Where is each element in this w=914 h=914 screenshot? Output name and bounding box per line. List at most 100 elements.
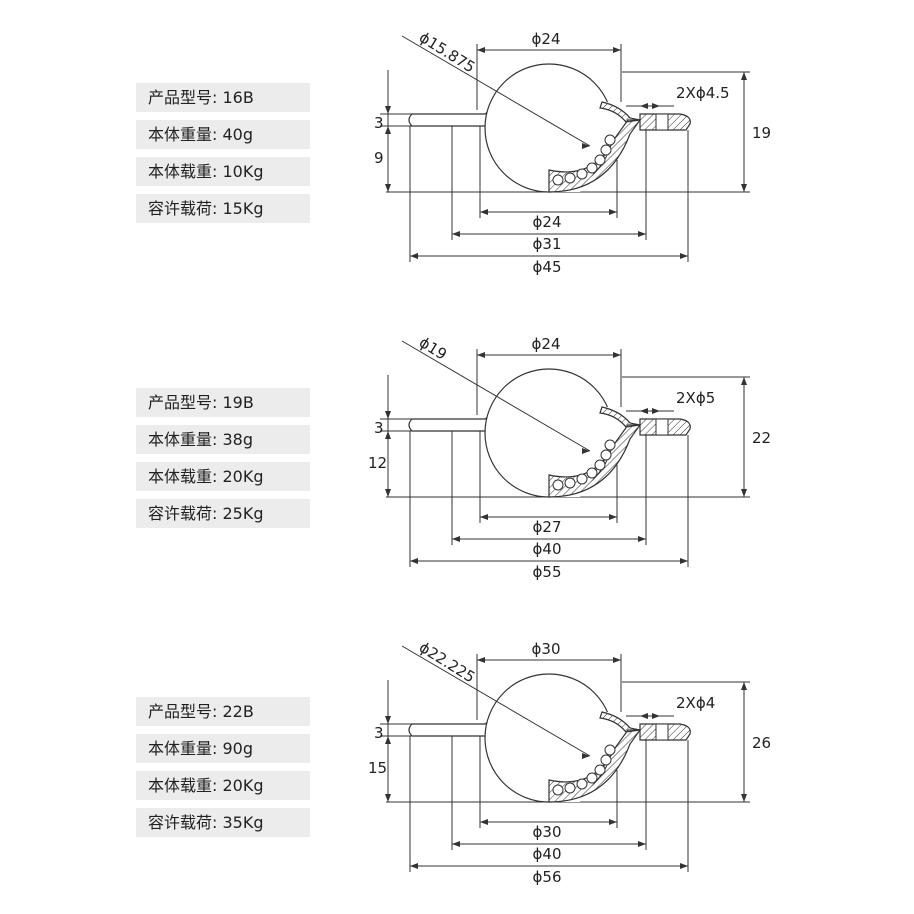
arrowhead bbox=[452, 231, 460, 237]
support-ball bbox=[600, 754, 612, 766]
arrowhead bbox=[652, 713, 660, 719]
spec-value: 15Kg bbox=[222, 199, 264, 218]
arrowhead bbox=[741, 682, 747, 690]
support-ball bbox=[552, 784, 564, 796]
arrowhead bbox=[638, 841, 646, 847]
spec-row-load: 本体载重: 20Kg bbox=[136, 771, 310, 800]
spec-label: 容许载荷: bbox=[148, 199, 218, 218]
support-ball bbox=[594, 459, 606, 471]
arrowhead bbox=[609, 514, 617, 520]
dim-flange-thickness: 3 bbox=[374, 114, 384, 132]
spec-row-model: 产品型号: 22B bbox=[136, 697, 310, 726]
arrowhead bbox=[477, 352, 485, 358]
spec-value: 25Kg bbox=[222, 504, 264, 523]
spec-table-model-1: 产品型号: 16B 本体重量: 40g 本体载重: 10Kg 容许载荷: 15K… bbox=[136, 83, 310, 231]
housing-top-lip bbox=[599, 101, 641, 123]
spec-label: 容许载荷: bbox=[148, 813, 218, 832]
support-ball bbox=[576, 168, 588, 180]
arrowhead bbox=[452, 841, 460, 847]
spec-value: 35Kg bbox=[222, 813, 264, 832]
dim-total-height: 26 bbox=[752, 734, 771, 752]
drawing-model-2: ϕ19 ϕ24 2Xϕ5 22 3 12 ϕ27 ϕ40 ϕ55 bbox=[340, 315, 771, 585]
arrowhead bbox=[385, 106, 391, 114]
spec-row-weight: 本体重量: 40g bbox=[136, 120, 310, 149]
dim-hole-pitch-diameter: ϕ40 bbox=[533, 540, 562, 558]
spec-label: 产品型号: bbox=[148, 702, 218, 721]
dim-top-diameter: ϕ24 bbox=[532, 335, 561, 353]
arrowhead bbox=[638, 231, 646, 237]
support-ball bbox=[594, 764, 606, 776]
ball-transfer-drawing: ϕ19 ϕ24 2Xϕ5 22 3 12 ϕ27 ϕ40 ϕ55 bbox=[368, 333, 771, 581]
drawing-model-1: ϕ15.875 ϕ24 2Xϕ4.5 19 3 9 ϕ24 ϕ31 ϕ45 bbox=[340, 10, 771, 280]
support-ball bbox=[576, 778, 588, 790]
dim-hole-pitch-diameter: ϕ40 bbox=[533, 845, 562, 863]
arrowhead bbox=[613, 352, 621, 358]
support-ball bbox=[552, 479, 564, 491]
spec-value: 16B bbox=[222, 88, 254, 107]
dim-ball-diameter: ϕ22.225 bbox=[416, 638, 478, 686]
arrowhead bbox=[410, 863, 418, 869]
dim-mounting-holes: 2Xϕ4 bbox=[676, 694, 715, 712]
mounting-hole bbox=[655, 113, 669, 131]
spec-value: 38g bbox=[222, 430, 254, 449]
support-ball bbox=[604, 744, 616, 756]
drawing-model-3: ϕ22.225 ϕ30 2Xϕ4 26 3 15 ϕ30 ϕ40 ϕ56 bbox=[340, 620, 771, 890]
arrowhead bbox=[385, 716, 391, 724]
ball-diameter-leader bbox=[401, 340, 591, 452]
arrowhead bbox=[680, 863, 688, 869]
dim-inner-diameter: ϕ30 bbox=[533, 823, 562, 841]
drawing-geometry bbox=[380, 340, 750, 567]
spec-row-load: 本体载重: 10Kg bbox=[136, 157, 310, 186]
arrowhead bbox=[410, 253, 418, 259]
arrowhead bbox=[638, 536, 646, 542]
spec-value: 20Kg bbox=[222, 467, 264, 486]
arrowhead bbox=[640, 103, 648, 109]
arrowhead bbox=[582, 753, 590, 759]
spec-row-weight: 本体重量: 38g bbox=[136, 425, 310, 454]
arrowhead bbox=[582, 448, 590, 454]
dim-hole-pitch-diameter: ϕ31 bbox=[533, 235, 562, 253]
arrowhead bbox=[613, 657, 621, 663]
arrowhead bbox=[480, 209, 488, 215]
arrowhead bbox=[680, 253, 688, 259]
arrowhead bbox=[741, 72, 747, 80]
arrowhead bbox=[680, 558, 688, 564]
dim-total-height: 22 bbox=[752, 429, 771, 447]
dim-mounting-holes: 2Xϕ4.5 bbox=[676, 84, 730, 102]
arrowhead bbox=[741, 489, 747, 497]
mounting-hole bbox=[655, 723, 669, 741]
spec-row-load: 本体载重: 20Kg bbox=[136, 462, 310, 491]
ball-transfer-drawing: ϕ22.225 ϕ30 2Xϕ4 26 3 15 ϕ30 ϕ40 ϕ56 bbox=[368, 638, 771, 886]
spec-value: 10Kg bbox=[222, 162, 264, 181]
spec-label: 本体重量: bbox=[148, 430, 218, 449]
dim-top-diameter: ϕ30 bbox=[532, 640, 561, 658]
dim-body-height: 12 bbox=[368, 454, 387, 472]
dim-flange-thickness: 3 bbox=[374, 419, 384, 437]
spec-label: 本体重量: bbox=[148, 739, 218, 758]
arrowhead bbox=[385, 184, 391, 192]
arrowhead bbox=[477, 47, 485, 53]
ball-diameter-leader bbox=[401, 645, 591, 757]
arrowhead bbox=[385, 126, 391, 134]
arrowhead bbox=[609, 819, 617, 825]
arrowhead bbox=[385, 431, 391, 439]
arrowhead bbox=[452, 536, 460, 542]
arrowhead bbox=[385, 794, 391, 802]
arrowhead bbox=[385, 736, 391, 744]
support-ball bbox=[586, 467, 598, 479]
support-ball bbox=[586, 772, 598, 784]
arrowhead bbox=[640, 713, 648, 719]
support-ball bbox=[604, 134, 616, 146]
dim-outer-diameter: ϕ56 bbox=[533, 868, 562, 886]
support-ball bbox=[586, 162, 598, 174]
ball-transfer-drawing: ϕ15.875 ϕ24 2Xϕ4.5 19 3 9 ϕ24 ϕ31 ϕ45 bbox=[374, 28, 771, 276]
support-ball bbox=[600, 449, 612, 461]
spec-value: 19B bbox=[222, 393, 254, 412]
arrowhead bbox=[480, 819, 488, 825]
spec-value: 90g bbox=[222, 739, 254, 758]
spec-row-weight: 本体重量: 90g bbox=[136, 734, 310, 763]
arrowhead bbox=[410, 558, 418, 564]
spec-value: 40g bbox=[222, 125, 254, 144]
spec-label: 本体载重: bbox=[148, 776, 218, 795]
spec-table-model-3: 产品型号: 22B 本体重量: 90g 本体载重: 20Kg 容许载荷: 35K… bbox=[136, 697, 310, 845]
